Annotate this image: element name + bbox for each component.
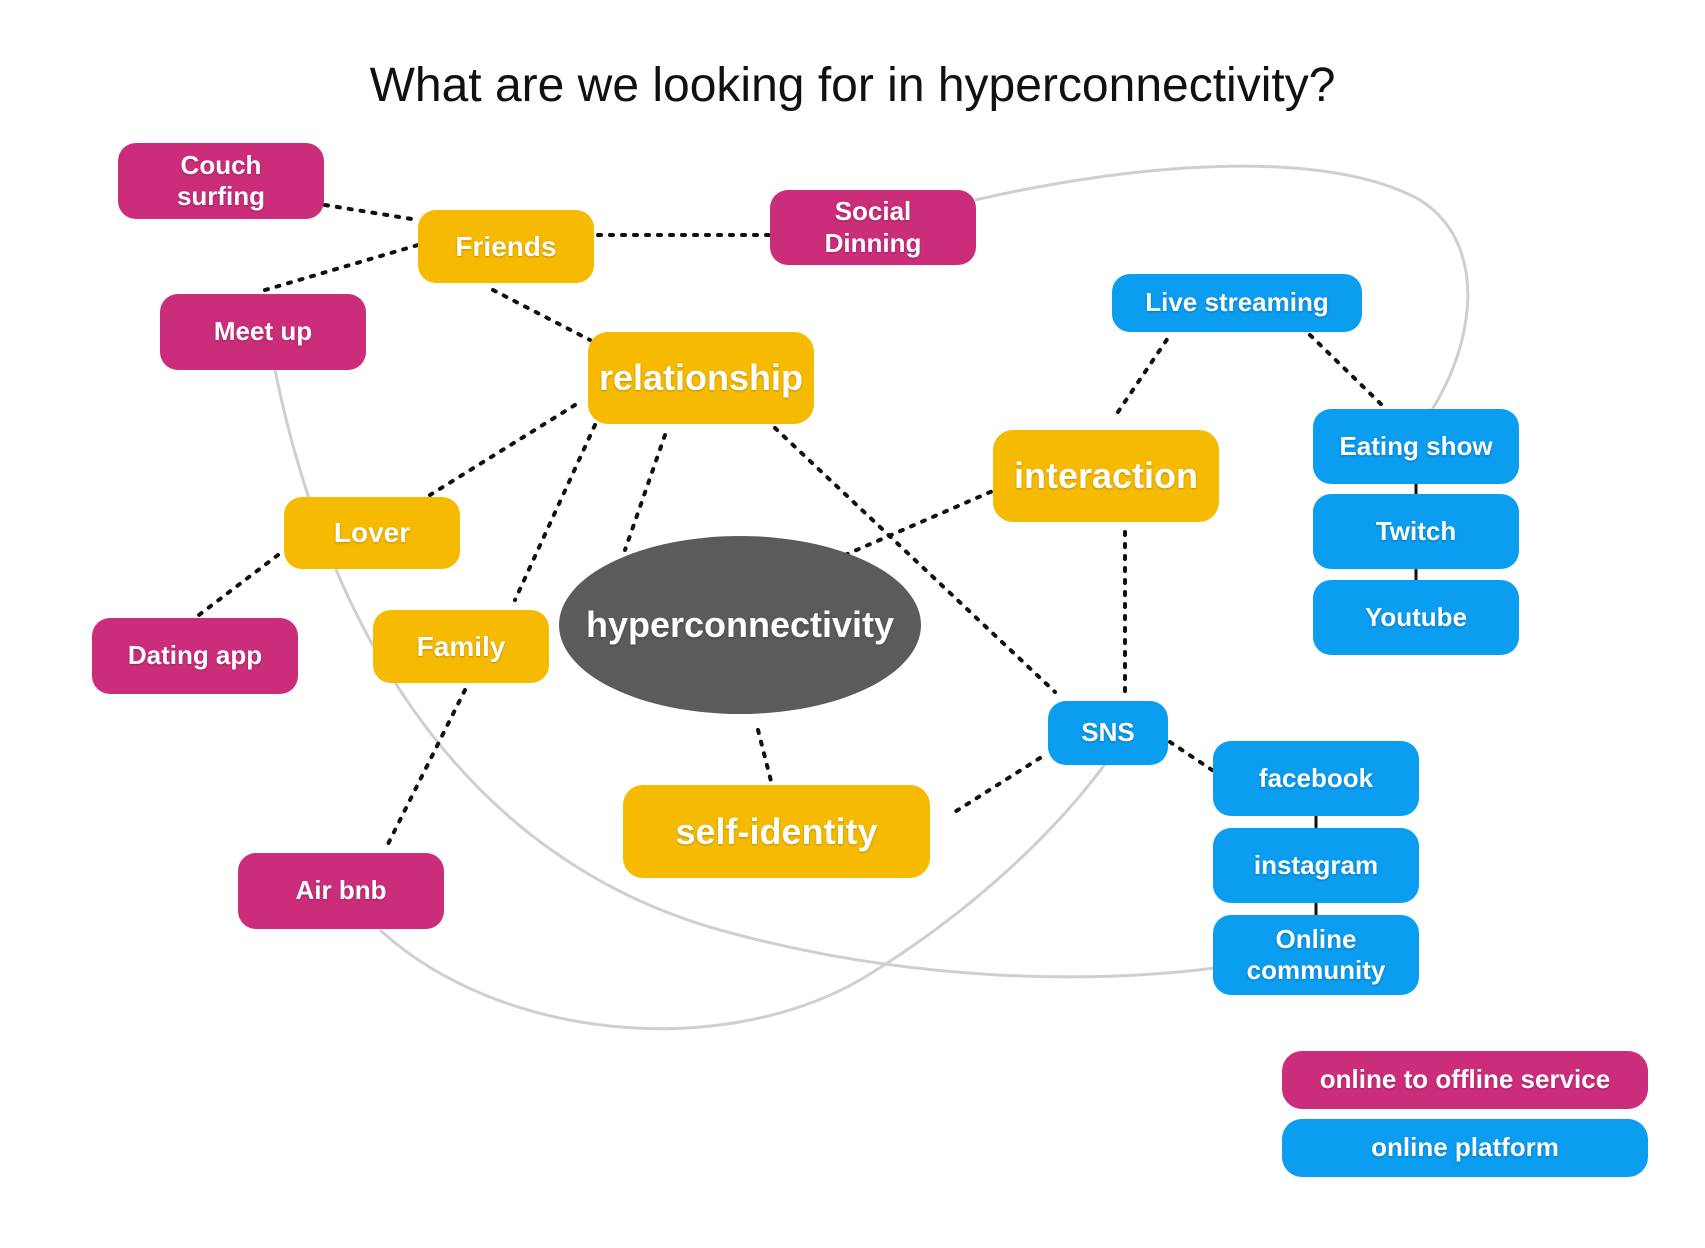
edge-interaction-livestreaming <box>1116 333 1172 414</box>
online-platform-grouping-curve <box>974 164 1470 452</box>
diagram-title: What are we looking for in hyperconnecti… <box>369 59 1336 112</box>
air-bnb-node: Air bnb <box>238 853 444 929</box>
edge-relationship-hyperconnectivity <box>623 433 667 552</box>
couch-surfing-node: Couch surfing <box>118 143 324 219</box>
relationship-node: relationship <box>588 332 814 424</box>
family-node: Family <box>373 610 549 683</box>
online-community-node: Online community <box>1213 915 1419 995</box>
airbnb-to-sns-curve <box>378 759 1110 1031</box>
edge-relationship-sns <box>773 426 1057 694</box>
hyperconnectivity-node: hyperconnectivity <box>559 536 921 714</box>
youtube-node: Youtube <box>1313 580 1519 655</box>
edge-hyperconnectivity-interaction <box>843 488 997 557</box>
legend-online-to-offline: online to offline service <box>1282 1051 1648 1109</box>
edge-livestreaming-eatingshow <box>1308 333 1387 410</box>
legend-online-platform: online platform <box>1282 1119 1648 1177</box>
twitch-node: Twitch <box>1313 494 1519 569</box>
instagram-node: instagram <box>1213 828 1419 903</box>
dating-app-node: Dating app <box>92 618 298 694</box>
edge-sns-facebook <box>1168 740 1214 772</box>
sns-node: SNS <box>1048 701 1168 765</box>
live-streaming-node: Live streaming <box>1112 274 1362 332</box>
meet-up-node: Meet up <box>160 294 366 370</box>
edge-relationship-family <box>513 423 597 602</box>
edge-meetup-friends <box>263 243 420 292</box>
self-identity-node: self-identity <box>623 785 930 878</box>
meetup-to-online-community-curve <box>273 369 1216 979</box>
edge-couchsurfing-friends <box>323 203 420 222</box>
facebook-node: facebook <box>1213 741 1419 816</box>
edge-relationship-lover <box>428 403 577 497</box>
interaction-node: interaction <box>993 430 1219 522</box>
lover-node: Lover <box>284 497 460 569</box>
edge-family-airbnb <box>383 688 467 852</box>
edge-sns-selfidentity <box>948 756 1042 817</box>
edge-lover-datingapp <box>193 553 280 620</box>
eating-show-node: Eating show <box>1313 409 1519 484</box>
edge-hyperconnectivity-selfidentity <box>756 728 774 787</box>
edge-friends-relationship <box>491 288 592 342</box>
social-dinning-node: Social Dinning <box>770 190 976 265</box>
friends-node: Friends <box>418 210 594 283</box>
